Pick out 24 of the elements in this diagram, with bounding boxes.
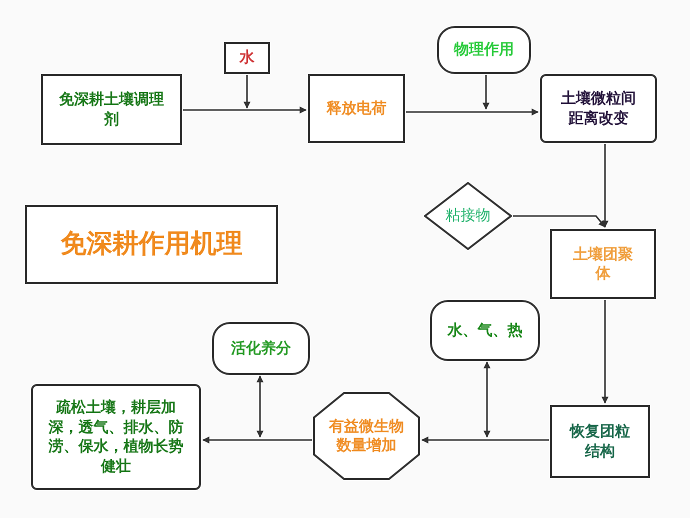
- process-box: 释放电荷: [308, 74, 405, 143]
- arrow: [602, 144, 608, 228]
- arrow: [513, 215, 606, 228]
- arrow: [421, 436, 549, 444]
- result-box: 疏松土壤，耕层加深，透气、排水、防涝、保水，植物长势健壮: [31, 384, 201, 490]
- arrow: [256, 375, 264, 438]
- arrow: [183, 106, 307, 114]
- title-box: 免深耕作用机理: [25, 205, 278, 284]
- input-box: 水: [224, 42, 270, 74]
- process-box: 土壤微粒间距离改变: [540, 74, 657, 143]
- process-box: 免深耕土壤调理剂: [41, 74, 182, 145]
- process-box: 土壤团聚体: [550, 229, 656, 299]
- process-box: 恢复团粒结构: [550, 405, 650, 478]
- arrow: [602, 300, 608, 404]
- decision-diamond: 粘接物: [424, 182, 512, 250]
- arrow: [482, 75, 490, 110]
- arrow: [406, 108, 539, 116]
- arrow: [484, 361, 490, 438]
- factor-box: 水、气、热: [430, 300, 540, 361]
- factor-box: 活化养分: [212, 322, 310, 375]
- factor-box: 物理作用: [437, 26, 531, 74]
- arrow: [244, 75, 250, 109]
- arrow: [202, 436, 312, 444]
- octagon-node: 有益微生物数量增加: [313, 392, 420, 480]
